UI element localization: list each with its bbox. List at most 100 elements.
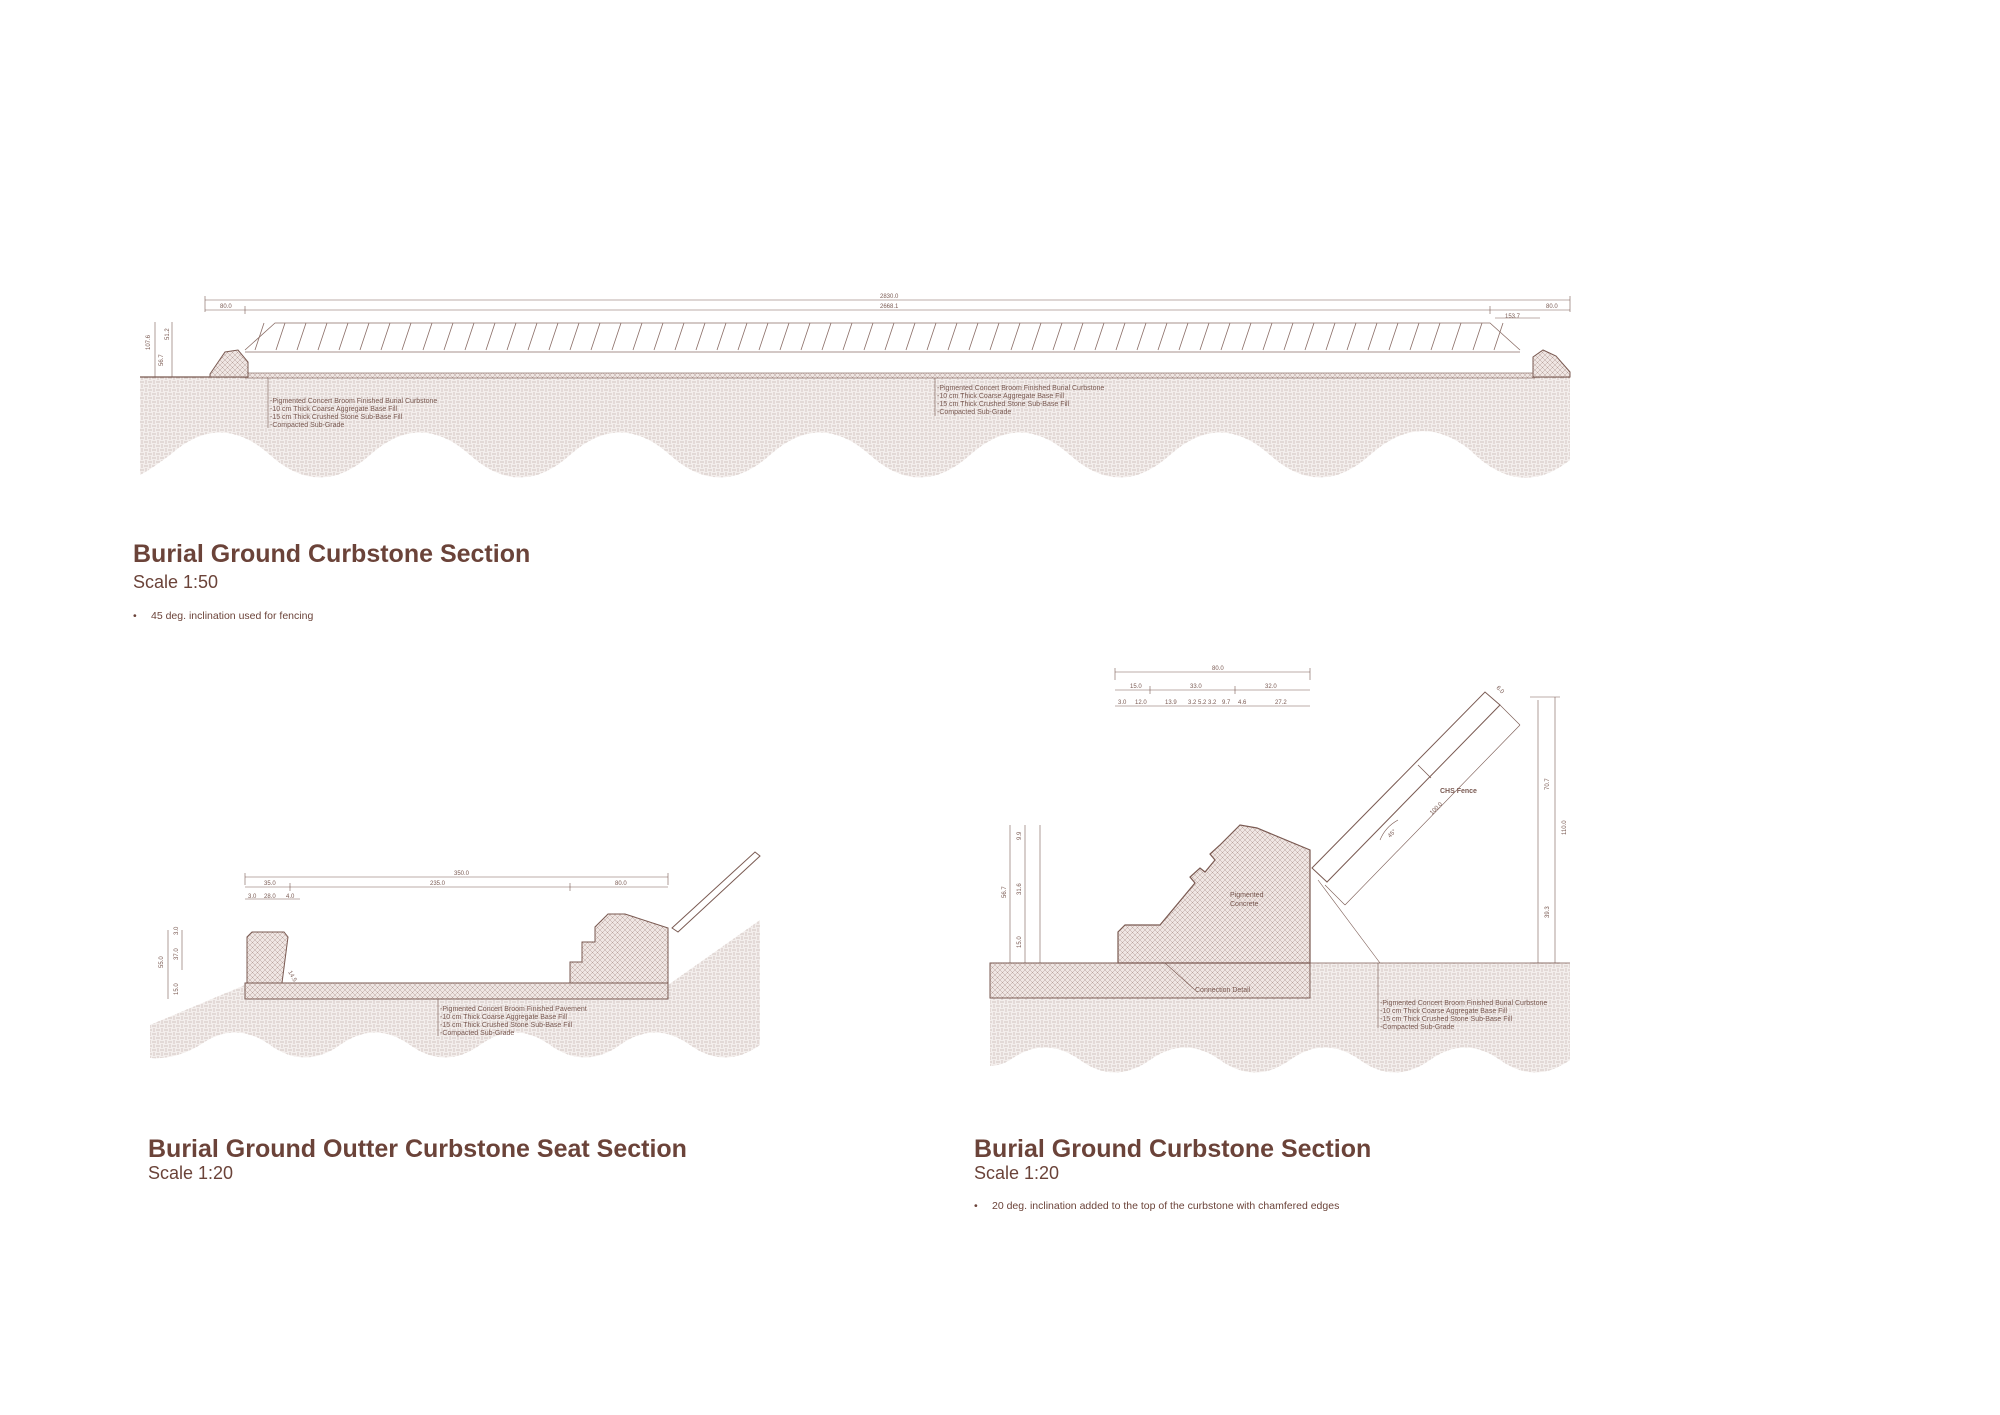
fence-picket bbox=[926, 322, 937, 351]
s3-dim-c: 32.0 bbox=[1265, 684, 1277, 690]
s3-label-fence: CHS Fence bbox=[1440, 788, 1477, 795]
fence-picket bbox=[464, 322, 475, 351]
section3-title: Burial Ground Curbstone Section bbox=[974, 1135, 1372, 1163]
s3-dim-fence-len: 100.0 bbox=[1429, 801, 1444, 816]
svg-text:-Pigmented Concert Broom Finis: -Pigmented Concert Broom Finished Burial… bbox=[937, 385, 1104, 392]
fence-picket bbox=[968, 322, 979, 351]
bullet-icon: • bbox=[974, 1200, 978, 1212]
fence-picket bbox=[1493, 322, 1504, 351]
s2-dim-f: 4.0 bbox=[286, 894, 295, 900]
fence-picket bbox=[1094, 322, 1105, 351]
fence-picket bbox=[1052, 322, 1063, 351]
section1-fence bbox=[244, 322, 1521, 353]
fence-picket bbox=[1241, 322, 1252, 351]
fence-picket bbox=[569, 322, 580, 351]
fence-picket bbox=[1283, 322, 1294, 351]
fence-picket bbox=[380, 322, 391, 351]
section1-drawing: 2830.0 2668.1 80.0 80.0 153.7 107.6 51.2… bbox=[140, 294, 1571, 478]
fence-picket bbox=[1031, 322, 1042, 351]
fence-picket bbox=[1304, 322, 1315, 351]
fence-picket bbox=[1367, 322, 1378, 351]
fence-picket bbox=[506, 322, 517, 351]
fence-picket bbox=[632, 322, 643, 351]
s1-dim-right2: 153.7 bbox=[1505, 314, 1521, 320]
section3-scale: Scale 1:20 bbox=[974, 1163, 1060, 1183]
section2-scale: Scale 1:20 bbox=[148, 1163, 234, 1183]
svg-text:-15 cm Thick Crushed Stone Sub: -15 cm Thick Crushed Stone Sub-Base Fill bbox=[270, 414, 403, 421]
s1-dim-v1: 107.6 bbox=[146, 334, 152, 350]
fence-picket bbox=[296, 322, 307, 351]
fence-picket bbox=[989, 322, 1000, 351]
fence-picket bbox=[359, 322, 370, 351]
svg-text:27.2: 27.2 bbox=[1275, 700, 1287, 706]
section3-drawing: 80.0 15.0 33.0 32.0 3.0 12.0 13.9 3.2 5.… bbox=[989, 666, 1570, 1073]
s2-layers: -Pigmented Concert Broom Finished Paveme… bbox=[440, 1006, 587, 1037]
fence-picket bbox=[485, 322, 496, 351]
section2-drawing: 350.0 35.0 235.0 80.0 3.0 28.0 4.0 55.0 … bbox=[150, 851, 761, 1059]
svg-text:-Compacted Sub-Grade: -Compacted Sub-Grade bbox=[1380, 1024, 1454, 1031]
svg-text:-Compacted Sub-Grade: -Compacted Sub-Grade bbox=[440, 1030, 514, 1037]
fence-picket bbox=[1178, 322, 1189, 351]
s3-dim-v2: 31.6 bbox=[1017, 883, 1023, 895]
s3-label-concrete-1: Pigmented bbox=[1230, 892, 1264, 899]
s3-dim-fence-w: 6.0 bbox=[1495, 685, 1506, 696]
svg-text:3.0: 3.0 bbox=[1118, 700, 1127, 706]
s3-label-concrete-2: Concrete bbox=[1230, 901, 1259, 908]
s2-dim-e: 28.0 bbox=[264, 894, 276, 900]
svg-text:-15 cm Thick Crushed Stone Sub: -15 cm Thick Crushed Stone Sub-Base Fill bbox=[937, 401, 1070, 408]
section1-left-curb bbox=[209, 349, 249, 378]
section2-title: Burial Ground Outter Curbstone Seat Sect… bbox=[148, 1135, 687, 1163]
fence-picket bbox=[275, 322, 286, 351]
svg-text:-Pigmented Concert Broom Finis: -Pigmented Concert Broom Finished Burial… bbox=[1380, 1000, 1547, 1007]
s3-dim-r2: 39.3 bbox=[1545, 906, 1551, 918]
section3-curbstone bbox=[1117, 824, 1311, 964]
svg-text:4.6: 4.6 bbox=[1238, 700, 1247, 706]
fence-picket bbox=[338, 322, 349, 351]
s1-dim-overall: 2830.0 bbox=[880, 294, 899, 300]
section1-ground bbox=[140, 377, 1570, 478]
fence-picket bbox=[317, 322, 328, 351]
svg-text:3.2: 3.2 bbox=[1208, 700, 1217, 706]
fence-picket bbox=[254, 322, 265, 351]
section1-scale: Scale 1:50 bbox=[133, 572, 219, 592]
svg-text:9.7: 9.7 bbox=[1222, 700, 1231, 706]
s1-layers-mid: -Pigmented Concert Broom Finished Burial… bbox=[937, 385, 1104, 416]
svg-text:-Pigmented Concert Broom Finis: -Pigmented Concert Broom Finished Burial… bbox=[270, 398, 437, 405]
fence-picket bbox=[1136, 322, 1147, 351]
bullet-icon: • bbox=[133, 610, 137, 622]
s3-subdims: 3.0 12.0 13.9 3.2 5.2 3.2 9.7 4.6 27.2 bbox=[1118, 700, 1287, 706]
section1-right-curb bbox=[1532, 349, 1571, 378]
fence-picket bbox=[1220, 322, 1231, 351]
fence-picket bbox=[1073, 322, 1084, 351]
fence-picket bbox=[443, 322, 454, 351]
fence-picket bbox=[863, 322, 874, 351]
svg-text:-Compacted Sub-Grade: -Compacted Sub-Grade bbox=[937, 409, 1011, 416]
section3-note: •20 deg. inclination added to the top of… bbox=[974, 1200, 1340, 1212]
fence-picket bbox=[905, 322, 916, 351]
svg-text:-15 cm Thick Crushed Stone Sub: -15 cm Thick Crushed Stone Sub-Base Fill bbox=[440, 1022, 573, 1029]
fence-picket bbox=[1472, 322, 1483, 351]
fence-picket bbox=[527, 322, 538, 351]
s1-dim-v3: 56.7 bbox=[159, 354, 165, 366]
s3-dim-a: 15.0 bbox=[1130, 684, 1142, 690]
s2-dim-a: 35.0 bbox=[264, 881, 276, 887]
s3-dim-right-total: 110.0 bbox=[1562, 820, 1568, 835]
s3-dim-v1: 9.9 bbox=[1017, 831, 1023, 840]
fence-picket bbox=[1346, 322, 1357, 351]
fence-picket bbox=[1262, 322, 1273, 351]
section2-seat-curb bbox=[246, 931, 289, 984]
s2-dim-overall: 350.0 bbox=[454, 871, 470, 877]
s2-dim-d: 3.0 bbox=[248, 894, 257, 900]
fence-picket bbox=[1430, 322, 1441, 351]
svg-text:12.0: 12.0 bbox=[1135, 700, 1147, 706]
fence-picket bbox=[1451, 322, 1462, 351]
s3-dim-b: 33.0 bbox=[1190, 684, 1202, 690]
fence-picket bbox=[884, 322, 895, 351]
s1-layers-left: -Pigmented Concert Broom Finished Burial… bbox=[270, 398, 437, 429]
svg-text:-10 cm Thick Coarse Aggregate: -10 cm Thick Coarse Aggregate Base Fill bbox=[440, 1014, 568, 1021]
section3-fence bbox=[1311, 691, 1501, 883]
svg-text:13.9: 13.9 bbox=[1165, 700, 1177, 706]
fence-picket bbox=[1157, 322, 1168, 351]
section2-fence bbox=[671, 851, 761, 933]
